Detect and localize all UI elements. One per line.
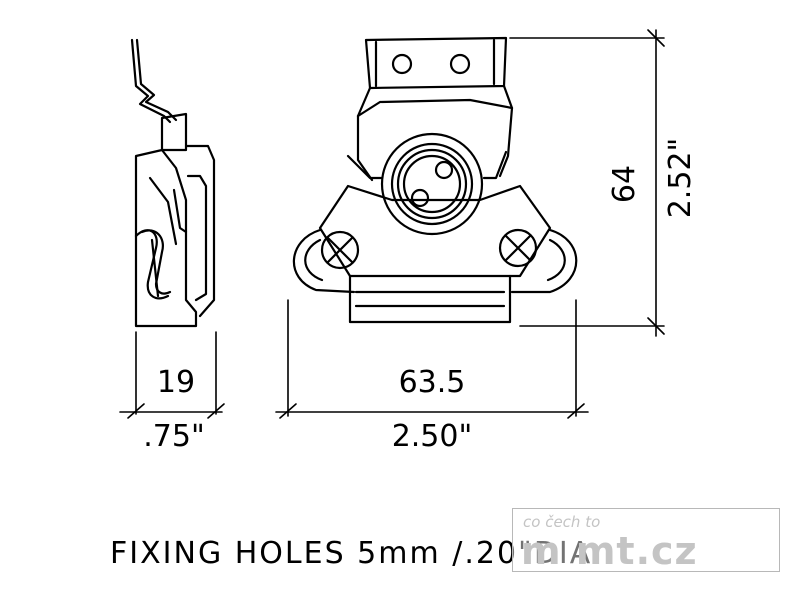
dim-front-width-in: 2.50" xyxy=(392,419,473,454)
dim-side-width-in: .75" xyxy=(143,419,205,454)
dim-height-mm: 64 xyxy=(607,165,642,203)
dimension-lines xyxy=(119,29,665,419)
dim-side-width-mm: 19 xyxy=(157,365,195,400)
tab-hole-left xyxy=(391,53,413,75)
dim-height-in: 2.52" xyxy=(663,138,698,219)
watermark-line1: co čech to xyxy=(523,513,601,531)
dim-front-width-mm: 63.5 xyxy=(399,365,466,400)
front-view xyxy=(292,36,578,324)
side-view xyxy=(130,38,216,328)
tab-hole-right xyxy=(449,53,471,75)
watermark-line2: m mt.cz xyxy=(521,529,698,573)
fixing-holes-caption: FIXING HOLES 5mm /.20"DIA xyxy=(110,536,593,571)
fixing-hole-left xyxy=(320,230,360,270)
fixing-hole-right xyxy=(498,228,538,268)
watermark-logo: co čech to m mt.cz xyxy=(512,508,780,573)
pivot-outer xyxy=(380,132,484,236)
